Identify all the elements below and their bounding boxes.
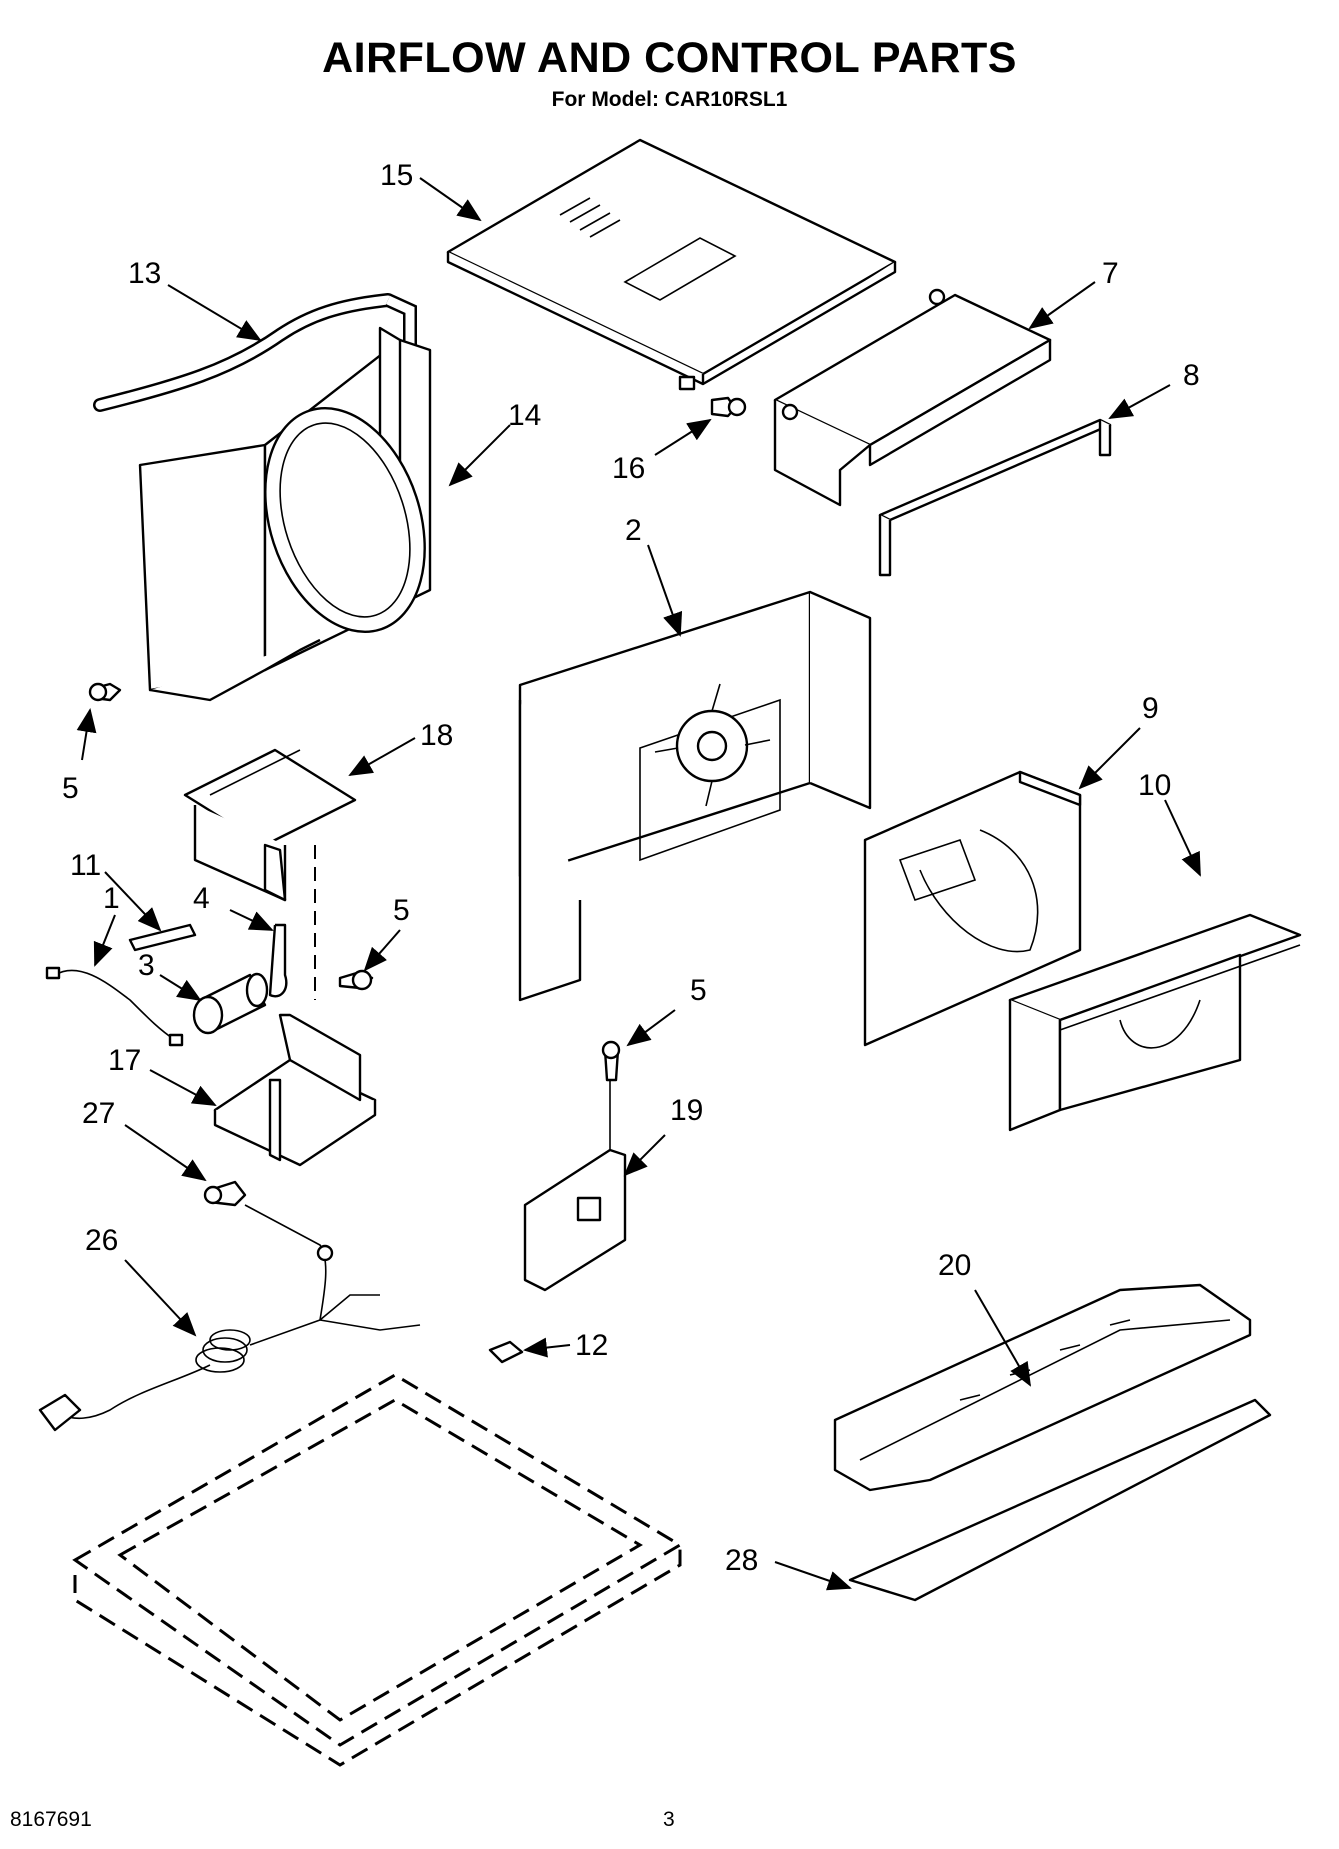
part-wire-harness-1 [45,966,184,1047]
callout-5a: 5 [62,772,79,805]
part-capacitor-bracket [213,1013,377,1167]
part-capacitor [192,972,269,1035]
part-strip-8 [878,418,1112,577]
part-control-housing [773,288,1052,507]
page-title: AIRFLOW AND CONTROL PARTS [322,34,1017,82]
part-clip-12 [488,1340,524,1364]
model-subtitle: For Model: CAR10RSL1 [551,88,788,111]
part-motor-mount [1008,913,1302,1132]
callout-28: 28 [725,1544,758,1577]
part-base-pan-reference [72,1373,683,1767]
part-blower-scroll [863,770,1082,1047]
part-power-cord [38,1204,421,1432]
callout-13: 13 [128,257,161,290]
part-fan-shroud [138,326,432,702]
part-screw-5c [601,1040,621,1082]
callout-7: 7 [1102,257,1119,290]
callout-9: 9 [1142,692,1159,725]
callout-8: 8 [1183,359,1200,392]
part-top-cover [446,138,897,391]
callout-leaders [76,177,1201,1591]
part-screw-5a [88,682,122,702]
callout-3: 3 [138,949,155,982]
part-control-board [523,1075,627,1292]
callout-27: 27 [82,1097,115,1130]
callout-12: 12 [575,1329,608,1362]
part-drain-pan [833,1283,1252,1492]
part-capacitor-strap [268,923,288,998]
callout-26: 26 [85,1224,118,1257]
callout-4: 4 [193,882,210,915]
page-number: 3 [663,1808,675,1831]
callout-11: 11 [70,849,101,882]
part-screw-5b [338,969,374,991]
callout-5b: 5 [393,894,410,927]
callout-2: 2 [625,514,642,547]
part-screw-27 [203,1180,247,1207]
part-orifice-panel [518,590,872,1002]
callout-14: 14 [508,399,541,432]
callout-17: 17 [108,1044,141,1077]
callout-18: 18 [420,719,453,752]
callout-labels: 15 13 7 8 14 16 2 9 10 5 18 11 5 1 4 3 1… [62,159,1200,1577]
callout-20: 20 [938,1249,971,1282]
part-screw-16 [710,396,747,418]
callout-1: 1 [103,882,120,915]
part-strip-11 [128,923,197,952]
callout-19: 19 [670,1094,703,1127]
document-number: 8167691 [10,1808,92,1831]
part-capacitor-cover [183,748,357,902]
callout-5c: 5 [690,974,707,1007]
callout-15: 15 [380,159,413,192]
callout-16: 16 [612,452,645,485]
callout-10: 10 [1138,769,1171,802]
part-foam-gasket [93,293,417,412]
part-filter-28 [848,1398,1272,1602]
